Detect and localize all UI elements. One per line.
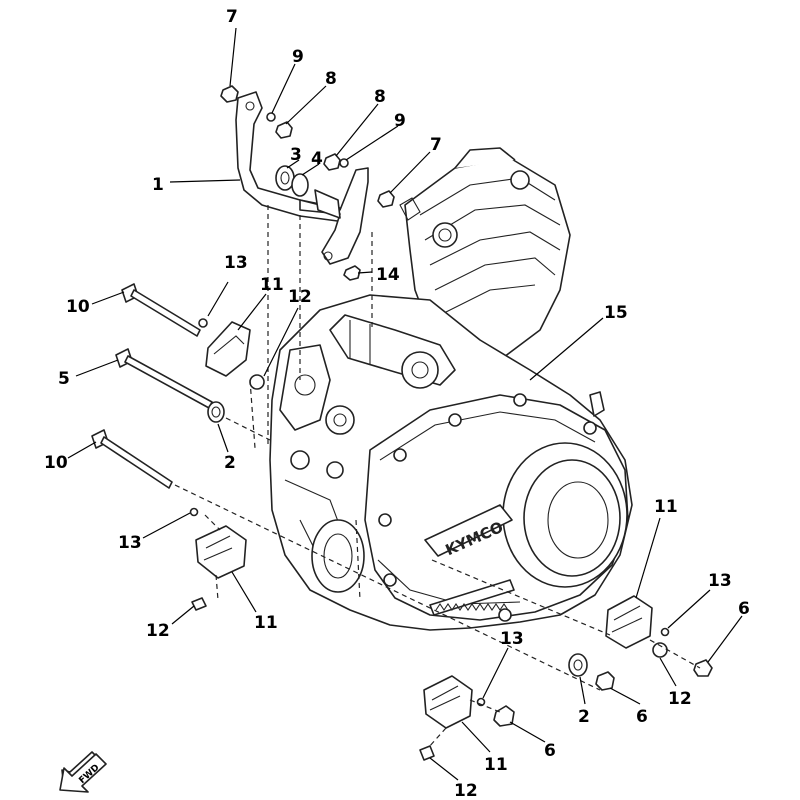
callout-13-lower: 13 <box>500 629 524 649</box>
callout-12-lower-left: 12 <box>146 621 170 641</box>
callout-13-upper-left: 13 <box>224 253 248 273</box>
callout-3: 3 <box>290 145 302 165</box>
callout-11-upper-left: 11 <box>260 275 284 295</box>
fwd-arrow-icon: FWD <box>59 751 107 793</box>
callout-11-lower-left: 11 <box>254 613 278 633</box>
callout-9-right: 9 <box>394 111 406 131</box>
callout-12-upper-left: 12 <box>288 287 312 307</box>
callout-7-right: 7 <box>430 135 442 155</box>
engine-assembly: KYMCO <box>269 147 633 631</box>
callout-4: 4 <box>311 149 323 169</box>
callout-2-left: 2 <box>224 453 236 473</box>
callout-14: 14 <box>376 265 400 285</box>
callout-10-lower: 10 <box>44 453 68 473</box>
callout-12-right: 12 <box>668 689 692 709</box>
alignment-lines <box>174 205 701 749</box>
callout-7-top: 7 <box>226 7 238 27</box>
callout-labels: 7 9 8 8 9 7 3 4 1 14 13 11 12 10 5 2 10 … <box>44 7 750 800</box>
mount-brackets <box>189 318 713 761</box>
callout-13-lower-left: 13 <box>118 533 142 553</box>
callout-2-lower: 2 <box>578 707 590 727</box>
through-bolts <box>91 283 225 489</box>
callout-6-bottom: 6 <box>544 741 556 761</box>
upper-fasteners <box>220 85 395 281</box>
callout-11-right: 11 <box>654 497 678 517</box>
callout-6-lower: 6 <box>636 707 648 727</box>
callout-5: 5 <box>58 369 70 389</box>
callout-13-right: 13 <box>708 571 732 591</box>
callout-1: 1 <box>152 175 164 195</box>
callout-6-right: 6 <box>738 599 750 619</box>
callout-15: 15 <box>604 303 628 323</box>
callout-11-lower: 11 <box>484 755 508 775</box>
callout-8-top: 8 <box>325 69 337 89</box>
callout-12-bottom: 12 <box>454 781 478 800</box>
hanger-bracket <box>235 91 369 265</box>
callout-10-upper: 10 <box>66 297 90 317</box>
leader-lines <box>67 27 743 781</box>
callout-9-top: 9 <box>292 47 304 67</box>
callout-8-right: 8 <box>374 87 386 107</box>
